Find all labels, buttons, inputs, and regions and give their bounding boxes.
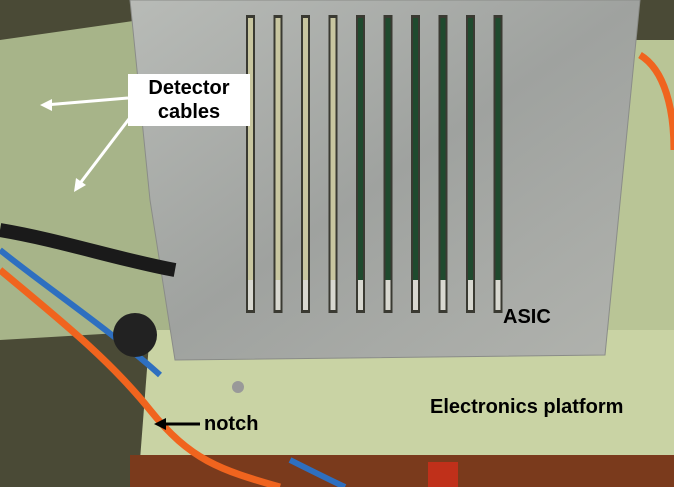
strip-tip [413,280,418,310]
arrow-detector-lower [76,114,134,187]
black-conduit [0,223,177,277]
detector-strip [330,18,336,310]
strip-tip [248,280,253,310]
electronics-platform-label: Electronics platform [430,396,624,418]
detector-strip [275,18,281,310]
detector-strip [495,18,501,310]
detector-strips [246,15,503,313]
strip-tip [330,280,336,310]
strip-tip [468,280,473,310]
detector-strip [358,18,363,310]
electronics-platform [140,330,674,460]
detector-cables-label: Detector cables [128,74,250,126]
detector-strip [248,18,253,310]
detector-strip [468,18,473,310]
screw [232,381,244,393]
blue-cable-bottom [288,457,347,487]
strip-tip [303,280,308,310]
detector-strip [440,18,446,310]
strip-tip [358,280,363,310]
arrow-head-notch [154,418,166,430]
asic-label: ASIC [503,306,551,328]
arrow-head-upper [40,99,52,111]
arrow-detector-upper [44,96,129,107]
orange-cable [0,267,281,487]
connector [113,313,157,357]
notch-label: notch [204,413,259,435]
red-block [428,462,458,487]
detector-strip [413,18,418,310]
strip-tip [275,280,281,310]
strip-tip [495,280,501,310]
blue-cable [0,247,163,378]
strip-tip [440,280,446,310]
strip-tip [385,280,391,310]
detector-strip [385,18,391,310]
detector-strip [303,18,308,310]
arrow-head-lower [74,178,86,192]
